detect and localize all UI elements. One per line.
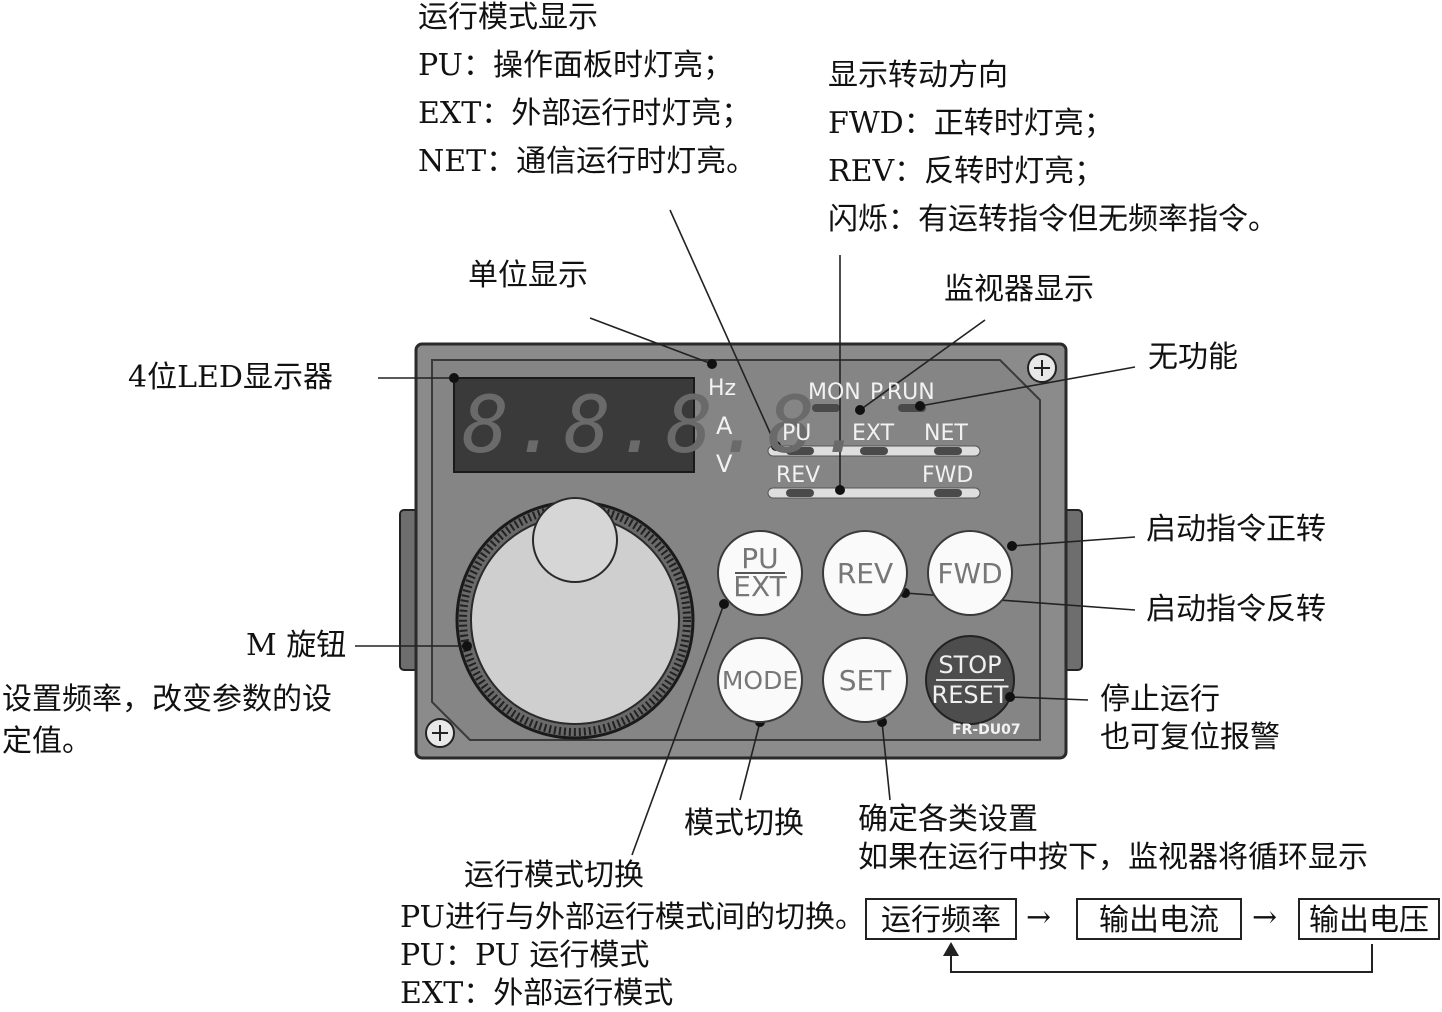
m-dial-desc-line1: 设置频率，改变参数的设 <box>2 682 332 717</box>
set-confirm-label: 确定各类设置 <box>858 802 1038 837</box>
run-mode-display-title: 运行模式显示 <box>418 0 598 35</box>
run-mode-net-desc: NET：通信运行时灯亮。 <box>418 144 757 179</box>
fwd-button[interactable]: FWD <box>927 530 1013 616</box>
pu-lamp <box>786 447 814 455</box>
start-forward-label: 启动指令正转 <box>1146 512 1326 547</box>
stop-reset-button[interactable]: STOP RESET <box>927 637 1013 723</box>
m-dial-desc-line2: 定值。 <box>2 724 92 759</box>
unit-a-label: A <box>716 412 733 440</box>
leader-dots <box>449 359 1017 727</box>
pu-ext-button-bottom: EXT <box>733 570 787 603</box>
rev-button[interactable]: REV <box>822 530 908 616</box>
unit-display-label: 单位显示 <box>468 258 588 293</box>
fwd-label: FWD <box>922 463 974 488</box>
rev-lamp <box>786 489 814 497</box>
mode-button[interactable]: MODE <box>717 637 803 723</box>
stop-label-text: 停止运行 <box>1100 682 1220 717</box>
run-mode-ext-desc: EXT：外部运行时灯亮； <box>418 96 752 131</box>
ext-label: EXT <box>852 421 895 446</box>
run-mode-switch-label: 运行模式切换 <box>464 858 644 893</box>
rotation-flash-desc: 闪烁：有运转指令但无频率指令。 <box>828 202 1278 237</box>
led-digits: 8.8.8.8. <box>462 381 870 471</box>
run-mode-switch-desc: PU进行与外部运行模式间的切换。 <box>400 900 865 935</box>
unit-hz-label: Hz <box>708 376 737 401</box>
flow-arrow-2: → <box>1252 900 1278 935</box>
set-cycle-desc: 如果在运行中按下，监视器将循环显示 <box>858 840 1368 875</box>
ext-lamp <box>860 447 888 455</box>
start-reverse-label: 启动指令反转 <box>1146 592 1326 627</box>
unit-v-label: V <box>716 450 733 478</box>
flow-box-output-current: 输出电流 <box>1076 898 1242 940</box>
rotation-rev-desc: REV：反转时灯亮； <box>828 154 1105 189</box>
mon-lamp <box>812 404 840 412</box>
net-lamp <box>934 447 962 455</box>
stop-label: STOP <box>936 651 1004 681</box>
monitor-display-label: 监视器显示 <box>944 272 1094 307</box>
screw-icon-bottom-left <box>425 718 455 748</box>
rotation-fwd-desc: FWD：正转时灯亮； <box>828 106 1114 141</box>
reset-alarm-label: 也可复位报警 <box>1100 720 1280 755</box>
run-mode-pu-desc: PU：操作面板时灯亮； <box>418 48 733 83</box>
reset-label: RESET <box>931 681 1009 709</box>
ext-mode-desc: EXT：外部运行模式 <box>400 976 674 1011</box>
leader-lines <box>355 209 1136 856</box>
net-label: NET <box>924 421 968 446</box>
mon-label: MON <box>808 380 861 405</box>
rev-label: REV <box>776 463 821 488</box>
flow-box-run-frequency: 运行频率 <box>865 898 1017 940</box>
pu-ext-button-top: PU <box>735 545 785 574</box>
fwd-lamp <box>934 489 962 497</box>
indicator-strip-direction <box>767 487 981 499</box>
flow-loop-arrowhead <box>943 942 959 956</box>
mode-switch-label: 模式切换 <box>684 806 804 841</box>
led-display-label: 4位LED显示器 <box>128 360 333 395</box>
rotation-direction-title: 显示转动方向 <box>828 58 1008 93</box>
pu-ext-button[interactable]: PU EXT <box>717 530 803 616</box>
set-button[interactable]: SET <box>822 637 908 723</box>
led-display-window <box>453 377 695 473</box>
flow-loop-line <box>950 944 1373 973</box>
prun-label: P.RUN <box>870 380 935 405</box>
flow-arrow-1: → <box>1026 900 1052 935</box>
pu-label: PU <box>782 421 812 446</box>
m-dial[interactable] <box>455 497 695 740</box>
no-function-label: 无功能 <box>1148 340 1238 375</box>
m-dial-label: M 旋钮 <box>246 628 347 663</box>
model-label: FR-DU07 <box>952 722 1021 738</box>
screw-icon-top-right <box>1027 353 1057 383</box>
flow-box-output-voltage: 输出电压 <box>1298 898 1440 940</box>
pu-mode-desc: PU：PU 运行模式 <box>400 938 650 973</box>
